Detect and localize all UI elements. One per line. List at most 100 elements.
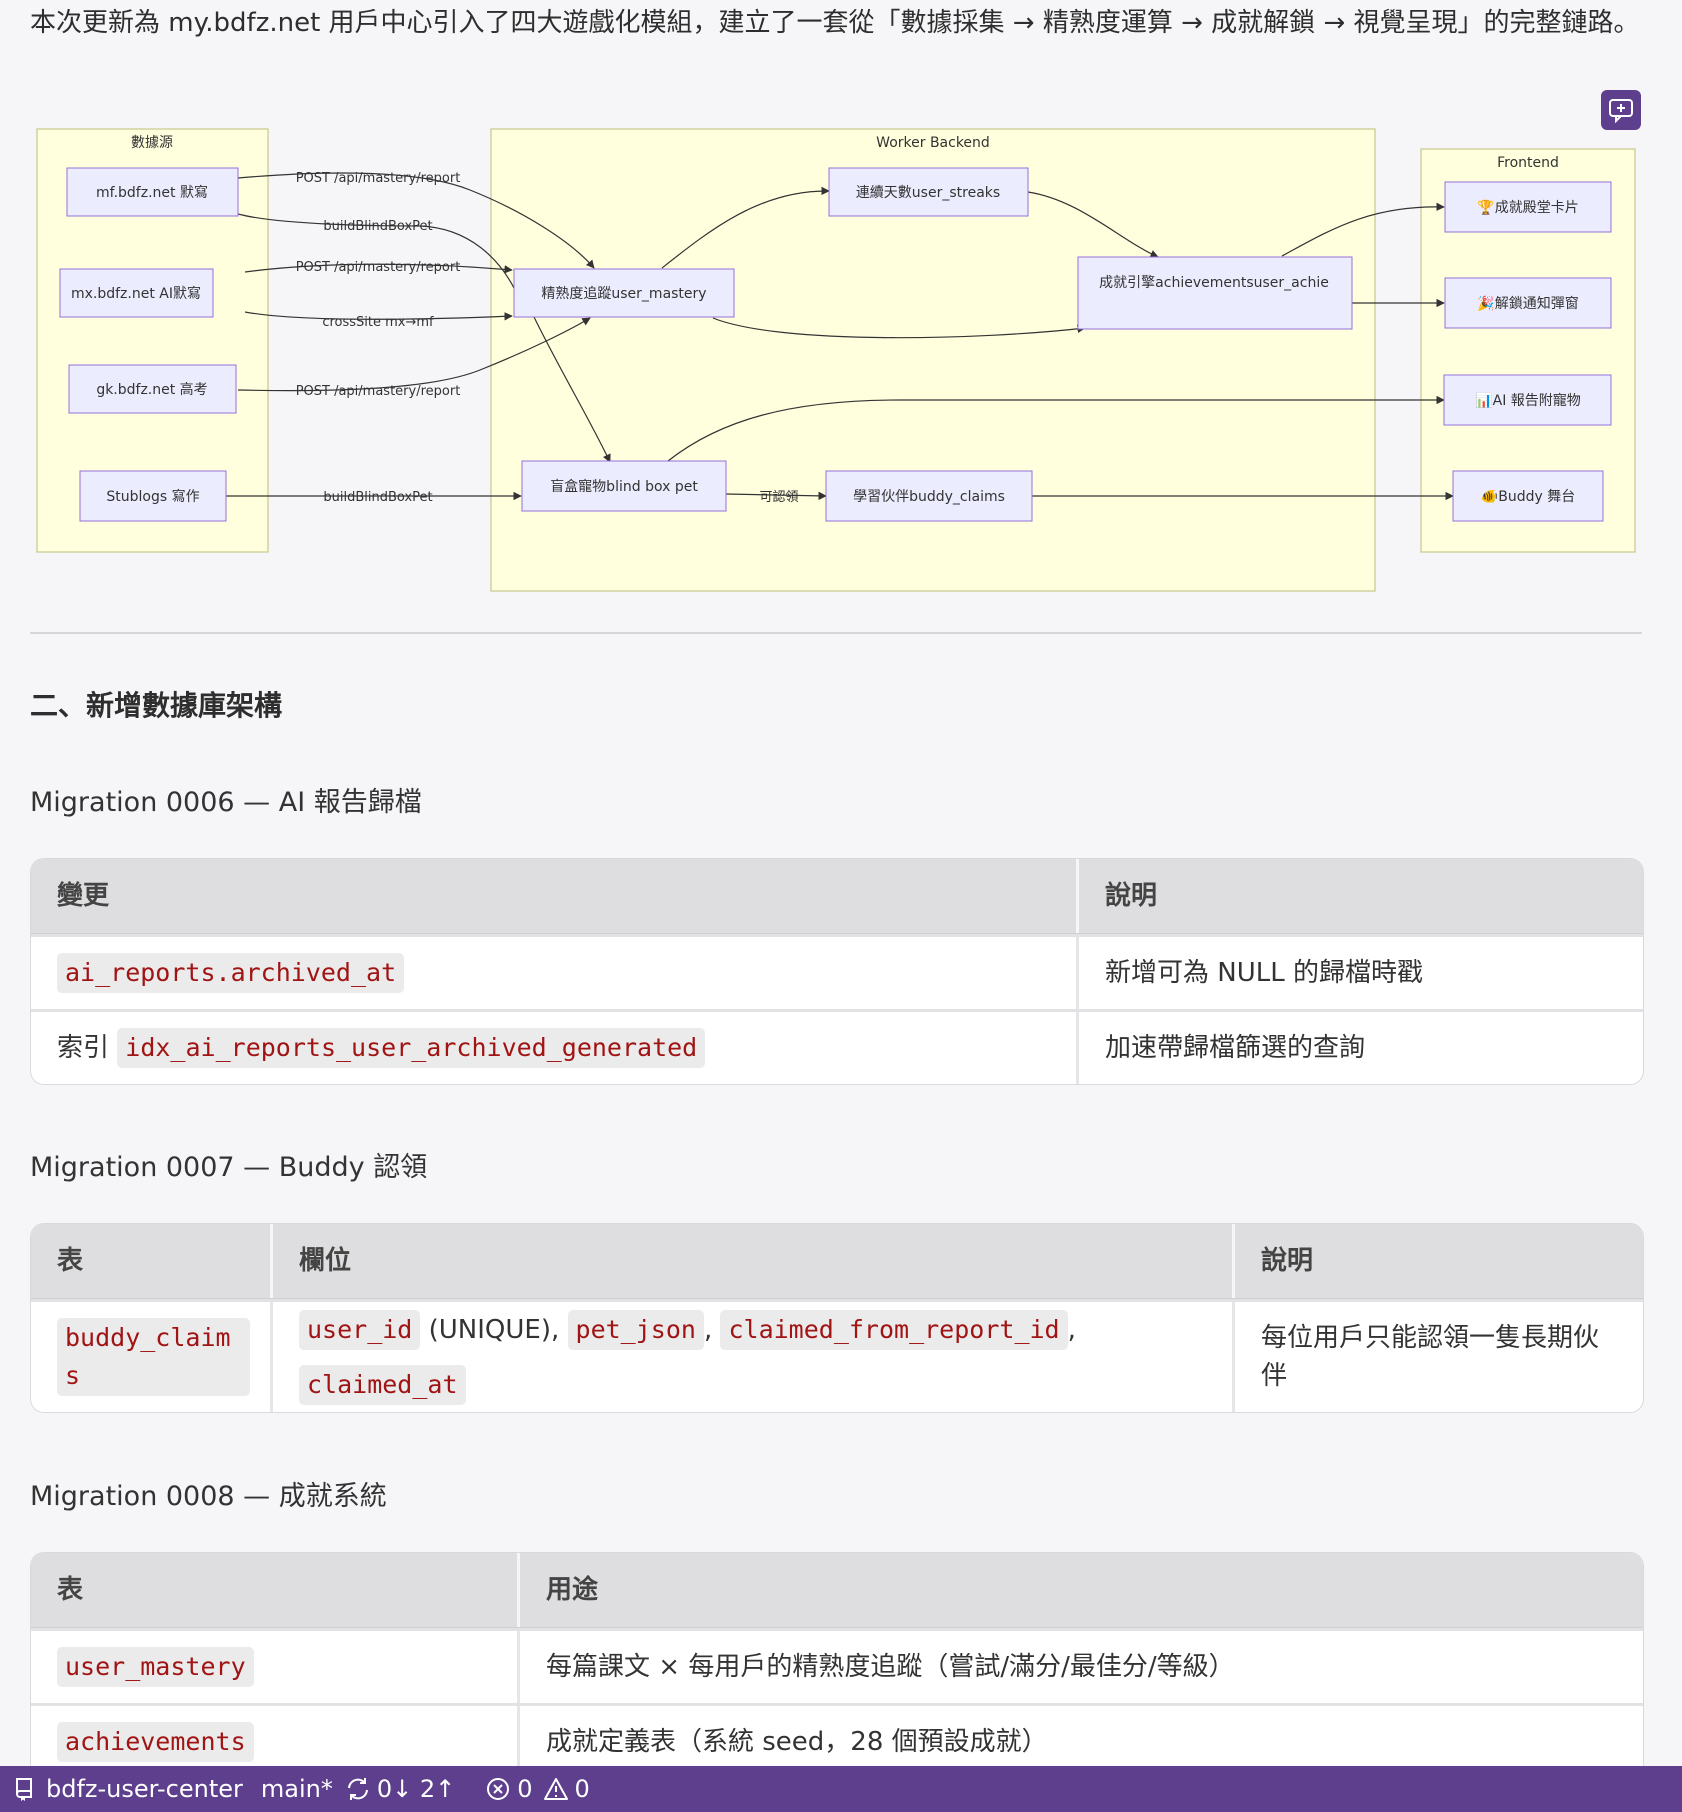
node-hall-label: 🏆成就殿堂卡片 [1477,199,1578,216]
code-span: ai_reports.archived_at [57,953,405,993]
node-blindbox [521,460,727,512]
table-row: ai_reports.archived_at 新增可為 NULL 的歸檔時戳 [31,934,1643,1009]
table-cell: 索引 idx_ai_reports_user_archived_generate… [31,1012,1076,1084]
node-mf-label: mf.bdfz.net 默寫 [96,184,208,201]
cluster-backend-label: Worker Backend [876,135,990,151]
table-cell: 每位用戶只能認領一隻長期伙伴 [1232,1302,1643,1412]
edge-blindbox-aireport [667,395,1445,462]
column-header: 用途 [517,1553,1643,1627]
edge-label-cross: crossSite mx→mf [322,315,434,330]
code-span: achievements [57,1722,254,1762]
edge-mf-mastery-post [237,172,595,269]
node-mastery [513,268,735,318]
node-mf [66,167,239,217]
section-divider [30,632,1642,634]
repo-item[interactable]: bdfz-user-center [12,1775,243,1803]
table-cell: user_mastery [31,1631,517,1703]
code-span: buddy_claims [57,1318,250,1396]
node-stublogs [79,470,227,522]
repo-name: bdfz-user-center [46,1775,243,1803]
node-achievements [1077,256,1353,330]
node-buddy [825,470,1033,522]
field-sep: , [703,1314,721,1345]
edge-mx-mastery-post [244,263,513,274]
code-span: pet_json [567,1309,704,1350]
edge-gk-mastery-post [237,317,591,392]
sync-button[interactable]: 0↓ 2↑ [345,1775,455,1803]
edge-mastery-achievements [712,317,1086,339]
migration-0006-table: 變更 說明 ai_reports.archived_at 新增可為 NULL 的… [30,858,1644,1085]
edge-label-post3: POST /api/mastery/report [296,384,461,399]
edge-achievements-hall [1281,202,1445,257]
migration-0007-table: 表 欄位 說明 buddy_claims user_id (UNIQUE), p… [30,1223,1644,1413]
code-span: claimed_at [299,1364,466,1405]
code-span: claimed_from_report_id [720,1309,1068,1350]
node-streaks-label: 連續天數user_streaks [856,185,1000,201]
migration-0007-title: Migration 0007 — Buddy 認領 [30,1152,428,1183]
edge-label-build2: buildBlindBoxPet [323,490,432,505]
node-gk [68,364,237,414]
status-bar: bdfz-user-center main* 0↓ 2↑ 0 0 [0,1766,1682,1812]
node-mx-label: mx.bdfz.net AI默寫 [71,285,201,302]
error-icon [487,1778,510,1800]
column-header: 變更 [57,881,110,911]
branch-name[interactable]: main* [260,1775,333,1803]
node-gk-label: gk.bdfz.net 高考 [96,381,207,398]
table-cell: 每篇課文 × 每用戶的精熟度追蹤（嘗試/滿分/最佳分/等級） [517,1631,1643,1703]
warning-count: 0 [574,1775,590,1803]
node-mx [59,268,214,318]
problems-button[interactable]: 0 0 [485,1775,590,1803]
comment-plus-icon [1609,99,1633,123]
cluster-sources-label: 數據源 [131,135,173,151]
edge-mastery-streaks [661,186,830,269]
field-sep: (UNIQUE), [420,1314,568,1345]
table-cell: 加速帶歸檔篩選的查詢 [1076,1012,1643,1084]
add-comment-button[interactable] [1601,90,1641,130]
column-header: 表 [57,1575,84,1605]
migration-0008-title: Migration 0008 — 成就系統 [30,1481,387,1512]
table-row: buddy_claims user_id (UNIQUE), pet_json,… [31,1299,1643,1412]
sync-counts: 0↓ 2↑ [376,1775,456,1803]
table-header-row: 變更 說明 [31,859,1643,934]
node-hall [1444,181,1612,233]
code-span: user_mastery [57,1647,254,1687]
code-span: idx_ai_reports_user_archived_generated [117,1028,706,1068]
cell-prefix: 索引 [57,1033,110,1063]
code-span: user_id [299,1309,421,1350]
node-unlock [1444,277,1612,329]
edge-label-build1: buildBlindBoxPet [323,219,432,234]
node-aireport-label: 📊AI 報告附寵物 [1475,392,1581,409]
flowchart-diagram: 數據源 Worker Backend Frontend POST /api/ma… [36,128,1636,592]
node-unlock-label: 🎉解鎖通知彈窗 [1477,295,1578,312]
edge-mx-mastery-cross [244,311,513,321]
node-stage-label: 🐠Buddy 舞台 [1481,489,1575,505]
table-cell: 新增可為 NULL 的歸檔時戳 [1076,937,1643,1009]
table-cell: achievements [31,1706,517,1778]
column-header: 說明 [1232,1224,1643,1298]
node-streaks [828,167,1029,217]
edge-label-post1: POST /api/mastery/report [296,171,461,186]
node-achievements-label: 成就引擎achievementsuser_achie [1099,275,1329,291]
table-cell: buddy_claims [31,1302,270,1412]
repo-icon [16,1778,32,1801]
intro-paragraph: 本次更新為 my.bdfz.net 用戶中心引入了四大遊戲化模組，建立了一套從「… [30,8,1640,38]
edge-mf-blindbox [237,213,516,291]
warning-icon [543,1778,568,1800]
table-row: achievements 成就定義表（系統 seed，28 個預設成就） [31,1703,1643,1778]
table-cell: user_id (UNIQUE), pet_json, claimed_from… [270,1302,1232,1412]
node-mastery-label: 精熟度追蹤user_mastery [541,286,706,302]
sync-icon [347,1778,368,1800]
edge-streaks-achievements [1027,191,1159,258]
edge-mastery-blindbox [533,316,611,463]
node-stage [1452,470,1604,522]
node-aireport [1443,374,1612,426]
table-row: 索引 idx_ai_reports_user_archived_generate… [31,1009,1643,1084]
migration-0008-table: 表 用途 user_mastery 每篇課文 × 每用戶的精熟度追蹤（嘗試/滿分… [30,1552,1644,1784]
table-header-row: 表 用途 [31,1553,1643,1628]
node-stublogs-label: Stublogs 寫作 [106,488,199,505]
edge-label-claimable: 可認領 [759,489,798,505]
error-count: 0 [517,1775,533,1803]
table-cell: 成就定義表（系統 seed，28 個預設成就） [517,1706,1643,1778]
column-header: 表 [57,1246,84,1276]
section-title: 二、新增數據庫架構 [30,689,283,722]
